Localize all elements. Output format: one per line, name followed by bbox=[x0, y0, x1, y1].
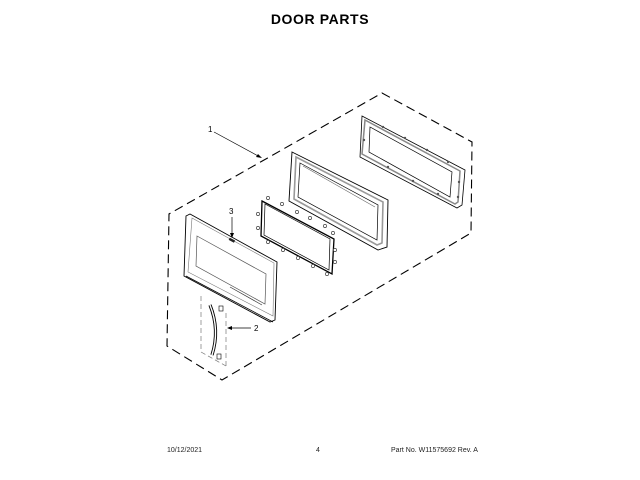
callout-3: 3 bbox=[229, 207, 234, 238]
callout-2: 2 bbox=[227, 324, 259, 333]
callout-label-2: 2 bbox=[254, 324, 259, 333]
footer-page-number: 4 bbox=[316, 447, 320, 454]
inner-door-frame bbox=[288, 151, 389, 251]
callout-label-3: 3 bbox=[229, 207, 234, 216]
outer-door-panel bbox=[183, 213, 278, 323]
page-title: DOOR PARTS bbox=[270, 11, 370, 27]
footer-part-number: Part No. W11575692 Rev. A bbox=[391, 447, 478, 454]
door-glass-panel bbox=[256, 196, 337, 276]
footer-date: 10/12/2021 bbox=[167, 447, 203, 454]
door-choke-gasket bbox=[359, 115, 466, 209]
callout-1: 1 bbox=[208, 125, 262, 158]
door-handle bbox=[200, 296, 227, 367]
assembly-dashed-outline bbox=[166, 92, 473, 381]
callout-label-1: 1 bbox=[208, 125, 213, 134]
